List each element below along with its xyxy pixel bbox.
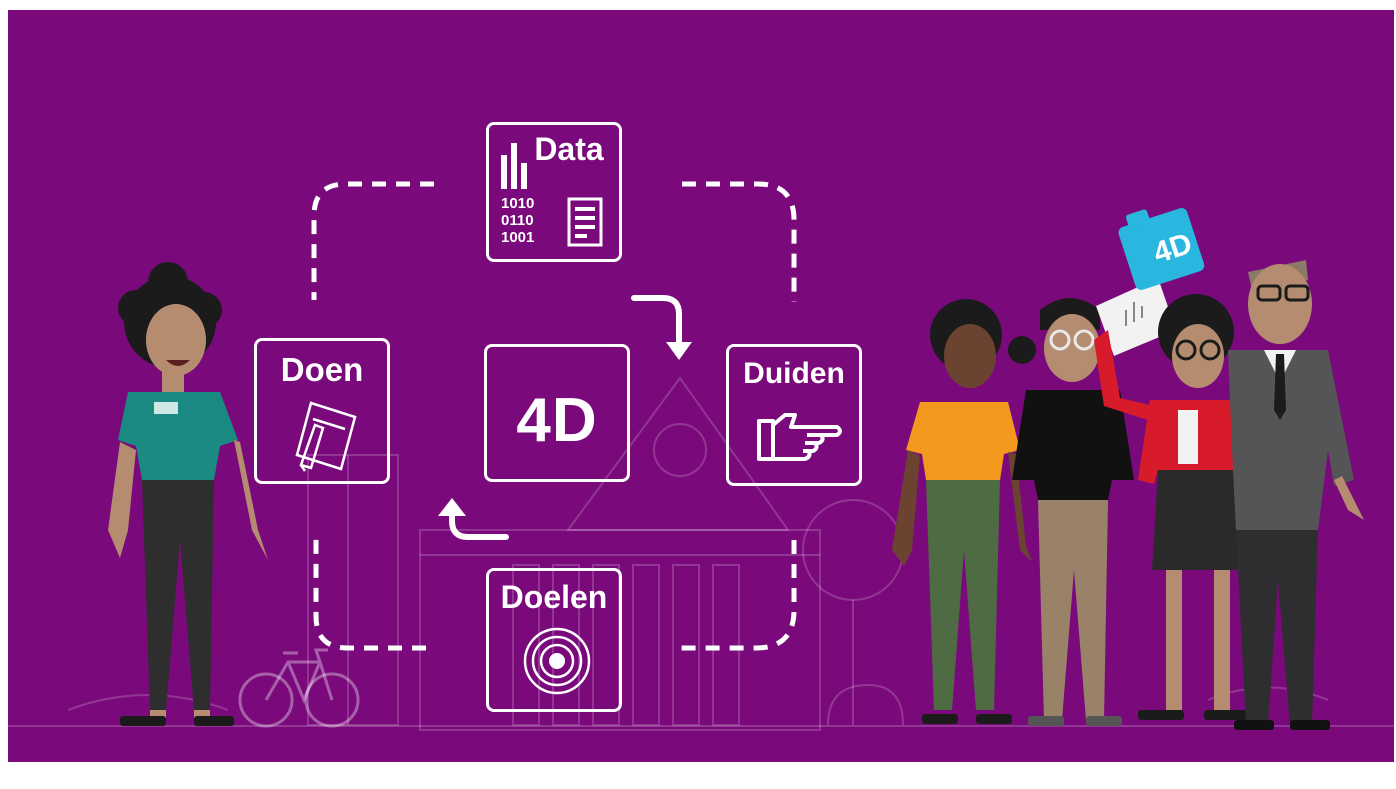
step-doen-box: Doen — [254, 338, 390, 484]
binary-line-1: 1010 — [501, 195, 535, 212]
step-duiden-label: Duiden — [743, 357, 845, 390]
document-icon — [567, 197, 603, 247]
arrow-down-icon — [631, 295, 682, 347]
binary-line-2: 0110 — [501, 212, 534, 229]
illustration-canvas: Data 1010 0110 1001 Doen 4D Duiden — [8, 10, 1394, 762]
arrow-up-icon — [449, 511, 509, 540]
center-4d-box: 4D — [484, 344, 630, 482]
binary-line-3: 1001 — [501, 229, 535, 246]
arrow-up-head — [438, 498, 466, 516]
town-outline — [8, 376, 1394, 731]
bar-chart-icon — [501, 143, 527, 189]
step-doen-label: Doen — [280, 351, 364, 388]
bicycle-icon — [238, 648, 360, 728]
center-4d-label: 4D — [516, 386, 598, 455]
cycle-dashed-path — [311, 181, 797, 651]
step-duiden-box: Duiden — [726, 344, 862, 486]
step-data-label: Data — [534, 131, 604, 167]
step-doelen-box: Doelen — [486, 568, 622, 712]
target-icon — [523, 627, 591, 695]
arrow-down-head — [666, 342, 692, 360]
pencil-notepad-icon — [295, 401, 357, 472]
pointing-hand-icon — [757, 413, 842, 461]
step-doelen-label: Doelen — [500, 579, 608, 615]
step-data-box: Data 1010 0110 1001 — [486, 122, 622, 262]
background-scene — [8, 181, 1394, 731]
